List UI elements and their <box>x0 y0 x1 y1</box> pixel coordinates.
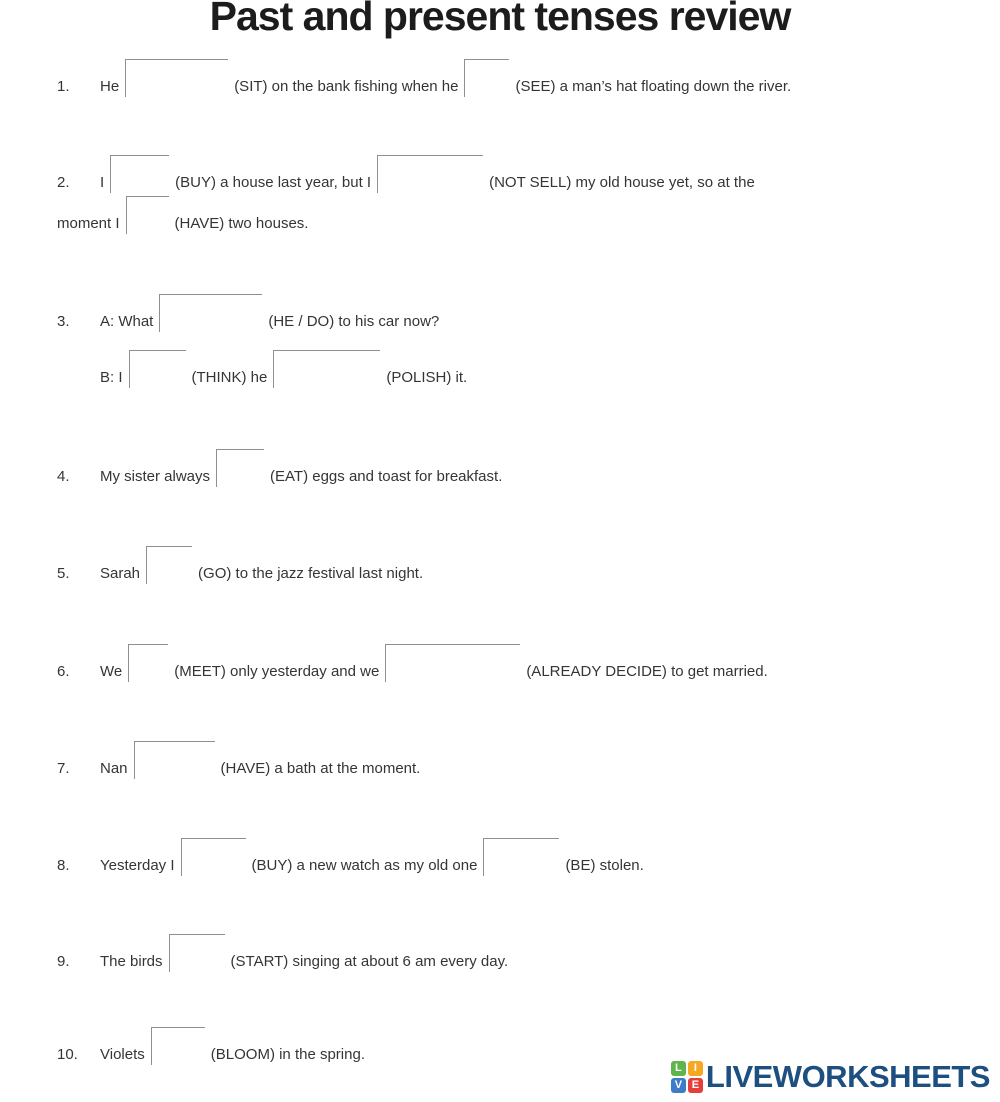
item-text: A: What <box>100 313 154 330</box>
worksheet-line: B: I (THINK) he (POLISH) it. <box>100 348 467 388</box>
item-text: (THINK) he <box>191 369 268 386</box>
page-title: Past and present tenses review <box>209 0 792 39</box>
answer-input[interactable] <box>385 644 521 682</box>
logo-tile-l: L <box>670 1061 686 1076</box>
logo-tile-v: V <box>670 1078 686 1093</box>
item-text: The birds <box>100 953 163 970</box>
item-text: He <box>100 78 120 95</box>
item-text: My sister always <box>100 468 211 485</box>
item-text: I <box>100 174 105 191</box>
worksheet-line: 6. We (MEET) only yesterday and we (ALREADY… <box>57 642 768 682</box>
item-text: Yesterday I <box>100 857 175 874</box>
item-number: 3. <box>57 313 70 330</box>
item-text: (SIT) on the bank fishing when he <box>234 78 459 95</box>
item-text: (HAVE) a bath at the moment. <box>220 760 421 777</box>
answer-input[interactable] <box>125 196 169 234</box>
item-number: 6. <box>57 663 70 680</box>
item-text: (SEE) a man’s hat floating down the rive… <box>515 78 792 95</box>
worksheet-line: 9. The birds (START) singing at about 6 am… <box>57 932 508 972</box>
answer-input[interactable] <box>483 838 560 876</box>
item-text: (BE) stolen. <box>565 857 644 874</box>
answer-input[interactable] <box>150 1027 205 1065</box>
item-text: (BLOOM) in the spring. <box>210 1046 365 1063</box>
answer-input[interactable] <box>159 294 263 332</box>
item-text: moment I <box>57 215 120 232</box>
item-number: 5. <box>57 565 70 582</box>
worksheet-line: 10. Violets (BLOOM) in the spring. <box>57 1025 365 1065</box>
item-number: 7. <box>57 760 70 777</box>
answer-input[interactable] <box>146 546 193 584</box>
item-text: (NOT SELL) my old house yet, so at the <box>489 174 755 191</box>
answer-input[interactable] <box>128 644 169 682</box>
item-number: 9. <box>57 953 70 970</box>
answer-input[interactable] <box>110 155 170 193</box>
worksheet-line: 1. He (SIT) on the bank fishing when he (SE… <box>57 57 791 97</box>
answer-input[interactable] <box>125 59 229 97</box>
item-text: We <box>100 663 123 680</box>
answer-input[interactable] <box>273 350 381 388</box>
item-text: (HAVE) two houses. <box>174 215 309 232</box>
item-text: Nan <box>100 760 128 777</box>
item-number: 2. <box>57 174 70 191</box>
logo-tile-i: I <box>687 1061 703 1076</box>
item-text: (START) singing at about 6 am every day. <box>230 953 509 970</box>
worksheet-line: 4. My sister always (EAT) eggs and toast f… <box>57 447 502 487</box>
item-text: (BUY) a house last year, but I <box>175 174 372 191</box>
logo-wordmark: LIVEWORKSHEETS <box>705 1059 991 1094</box>
worksheet-line: moment I (HAVE) two houses. <box>57 194 308 234</box>
answer-input[interactable] <box>133 741 215 779</box>
worksheet-line: 5. Sarah (GO) to the jazz festival last ni… <box>57 544 423 584</box>
item-text: (HE / DO) to his car now? <box>268 313 440 330</box>
worksheet-line: 8. Yesterday I (BUY) a new watch as my old… <box>57 836 644 876</box>
item-text: B: I <box>100 369 123 386</box>
logo-tile-e: E <box>687 1078 703 1093</box>
worksheet-line: 7. Nan (HAVE) a bath at the moment. <box>57 739 420 779</box>
item-text: (ALREADY DECIDE) to get married. <box>526 663 768 680</box>
item-text: (EAT) eggs and toast for breakfast. <box>270 468 503 485</box>
item-text: Sarah <box>100 565 141 582</box>
answer-input[interactable] <box>128 350 186 388</box>
answer-input[interactable] <box>377 155 484 193</box>
item-text: (POLISH) it. <box>386 369 468 386</box>
worksheet-line: 2. I (BUY) a house last year, but I (NOT SE… <box>57 153 755 193</box>
item-number: 1. <box>57 78 70 95</box>
item-number: 10. <box>57 1046 78 1063</box>
answer-input[interactable] <box>180 838 246 876</box>
worksheet-line: 3. A: What (HE / DO) to his car now? <box>57 292 439 332</box>
item-text: (BUY) a new watch as my old one <box>251 857 478 874</box>
item-text: (MEET) only yesterday and we <box>174 663 380 680</box>
answer-input[interactable] <box>464 59 510 97</box>
item-text: Violets <box>100 1046 145 1063</box>
answer-input[interactable] <box>168 934 225 972</box>
item-text: (GO) to the jazz festival last night. <box>198 565 424 582</box>
answer-input[interactable] <box>216 449 265 487</box>
item-number: 4. <box>57 468 70 485</box>
item-number: 8. <box>57 857 70 874</box>
